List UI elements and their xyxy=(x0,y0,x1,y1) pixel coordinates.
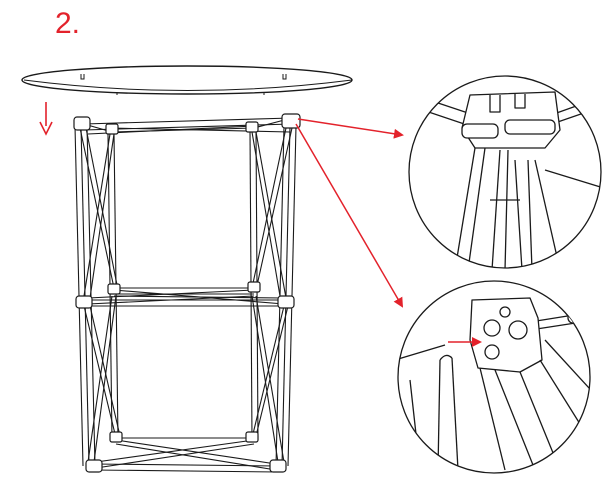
table-top xyxy=(21,65,353,95)
tabletop-hooks xyxy=(80,74,287,95)
highlighted-mid-hub xyxy=(277,295,295,309)
callout-arrow xyxy=(295,118,404,308)
detail-circle-top xyxy=(408,75,602,269)
truss-frame xyxy=(73,113,301,473)
frame-left-braces xyxy=(79,127,121,463)
step-number: 2. xyxy=(55,7,81,40)
detail-circle-bottom xyxy=(397,280,591,474)
frame-middle-rails xyxy=(86,287,286,307)
arrow-down-icon xyxy=(39,102,53,136)
frame-bottom-rails xyxy=(93,437,279,473)
frame-hubs xyxy=(73,113,301,473)
frame-right-braces xyxy=(251,127,293,463)
